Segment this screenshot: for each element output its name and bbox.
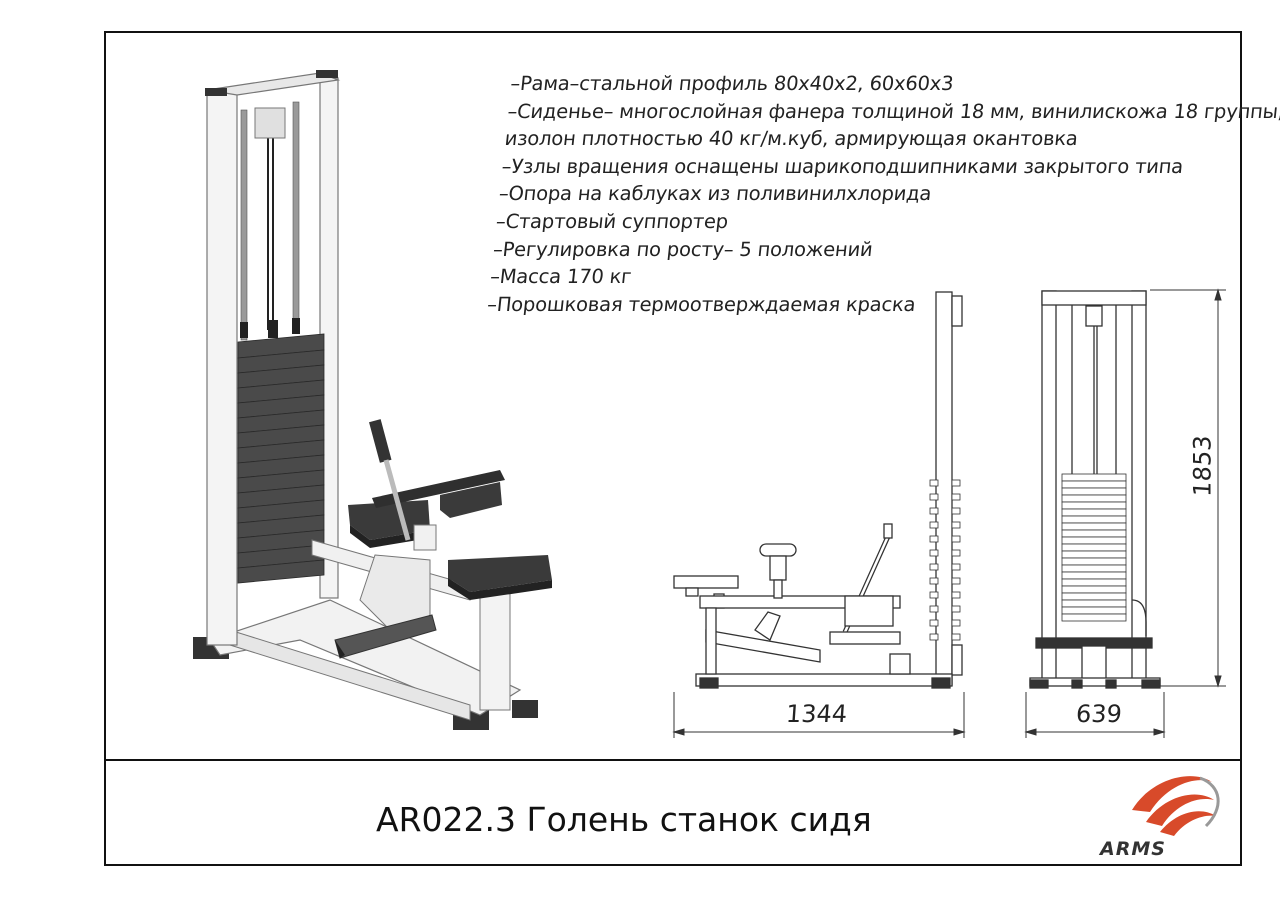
spec-line: –Сиденье– многослойная фанера толщиной 1…	[506, 99, 1280, 123]
spec-line: –Регулировка по росту– 5 положений	[491, 237, 874, 261]
dimension-length-label: 1344	[785, 700, 849, 728]
side-view-drawing	[673, 291, 963, 689]
spec-line: –Рама–стальной профиль 80x40x2, 60x60x3	[509, 72, 955, 95]
spec-line: –Порошковая термоотверждаемая краска	[486, 292, 917, 316]
dimension-lines	[672, 288, 1226, 738]
title-block-divider	[104, 759, 1242, 761]
drawing-frame	[104, 31, 1242, 866]
dimension-height-label: 1853	[1188, 434, 1217, 498]
product-title: AR022.3 Голень станок сидя	[376, 800, 872, 839]
specifications-list: –Рама–стальной профиль 80x40x2, 60x60x3 …	[486, 70, 1280, 318]
spec-line: –Масса 170 кг	[489, 265, 633, 289]
front-view-drawing	[1029, 290, 1161, 689]
spec-line: изолон плотностью 40 кг/м.куб, армирующа…	[503, 127, 1079, 151]
arms-logo-text: ARMS	[1100, 838, 1166, 860]
dimension-width-label: 639	[1075, 700, 1123, 728]
spec-line: –Стартовый суппортер	[494, 209, 730, 233]
arms-logo-mark	[1132, 776, 1220, 836]
spec-line: –Узлы вращения оснащены шарикоподшипника…	[500, 154, 1185, 178]
spec-line: –Опора на каблуках из поливинилхлорида	[497, 182, 933, 206]
machine-3d-render	[193, 70, 552, 730]
